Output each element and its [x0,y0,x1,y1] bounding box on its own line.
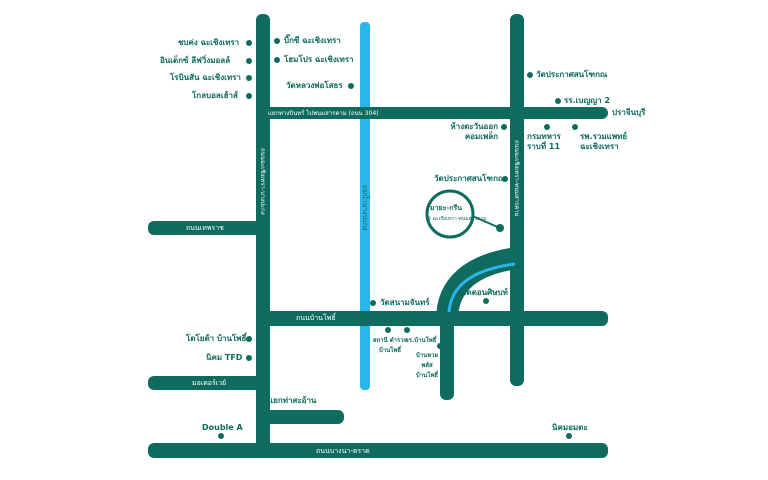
dot-rs-benya [555,98,561,104]
label-yaek-banpho: แยกบ้านโพธิ์ [259,292,266,326]
dot-military [544,124,550,130]
dot-police [385,327,391,333]
place-wat-top: วัดประกาศสนโฑกณ [536,70,608,79]
label-prachinburi: ปราจีนบุรี [612,108,646,117]
road-tha-sa-an [256,410,344,424]
dot-hospital [572,124,578,130]
dot-homepro [274,57,280,63]
dot-index [246,58,252,64]
road-banpho [256,311,608,326]
place-police: สถานี ตำรวจบ้านโพธิ์ [372,337,408,354]
label-right-vertical: ถนนฉะเชิงเทรา-พนมสารคาม [513,140,520,217]
place-nikom-tfd: นิคม TFD [206,353,243,362]
dot-banhuay [437,343,443,349]
label-motorway: มอเตอร์เวย์ [192,379,227,387]
place-wat-sanam-chan: วัดสนามจันทร์ [380,298,430,307]
place-wat-luang-pho: วัดหลวงพ่อโสธร [286,81,343,90]
label-chachoengsao-vertical: ถนนฉะเชิงเทรา-บางปะกง [259,148,266,215]
road-motorway [148,376,270,390]
label-bangna-trat: ถนนบางนา-ตราด [316,447,370,455]
road-bangna-trat [148,443,608,458]
dot-bigc [274,38,280,44]
dot-nikom-tfd [246,355,252,361]
place-department: ห้างตะวันออก คอมเพล็ก [450,122,498,141]
dot-wat-sanam-chan [370,300,376,306]
dot-wat-top [527,72,533,78]
dot-wat-luang-pho [348,83,354,89]
place-school-banpho: รร.บ้านโพธิ์ [405,337,437,344]
label-banpho: ถนนบ้านโพธิ์ [296,314,336,322]
place-wat-don-sin: วัดดอนศิษบท์ [462,288,508,297]
dot-nikom-amata [566,433,572,439]
place-rs-benya: รร.เบญญา 2 [564,96,610,105]
dot-toyota [246,336,252,342]
place-wat-mid: วัดประกาศสนโฑกณ [434,174,506,183]
place-robinson: โรบินสัน ฉะเชิงเทรา [170,73,241,82]
label-tha-sa-an: แยกท่าสะอ้าน [268,396,317,405]
dot-department [501,124,507,130]
place-banhuay: บ้านหวย พลัส บ้านโพธิ์ [415,352,439,379]
place-index: อินเด็กซ์ ลีฟวิ่งมอลล์ [160,56,231,65]
dot-school-banpho [404,327,410,333]
dot-global [246,93,252,99]
project-name: มายะ-กรีน [430,204,463,212]
dot-wat-don-sin [483,298,489,304]
place-global: โกลบอลเฮ้าส์ [192,91,238,100]
place-homepro: โฮมโปร ฉะเชิงเทรา [284,55,354,64]
dot-double-a [218,433,224,439]
label-304: แยกทางบินทร์ ไปพนมสารคาม (ถนน 304) [268,110,379,117]
dot-wat-mid [502,176,508,182]
road-304 [256,107,608,119]
place-double-a: Double A [202,423,243,432]
place-hospital: รพ.รวมแพทย์ ฉะเชิงเทรา [580,132,628,151]
dot-benjang [246,40,252,46]
river-label: แม่น้ำบางปะกง [361,185,369,231]
dot-robinson [246,75,252,81]
project-subtitle: @ ฉะเชิงเทรา-พนมสารคาม [426,216,487,222]
label-thepharat: ถนนเทพราช [186,224,224,232]
road-banpho-south [440,300,454,400]
place-nikom-amata: นิคมอมตะ [552,423,588,432]
place-toyota: โตโยต้า บ้านโพธิ์ [186,334,247,343]
place-bigc: บิ๊กซี ฉะเชิงเทรา [284,36,341,45]
bangpakong-river [360,22,370,390]
road-thepharat [148,221,270,235]
place-benjang: ชบค่ง ฉะเชิงเทรา [178,38,240,47]
place-military: กรมทหาร ราบที่ 11 [527,132,561,151]
